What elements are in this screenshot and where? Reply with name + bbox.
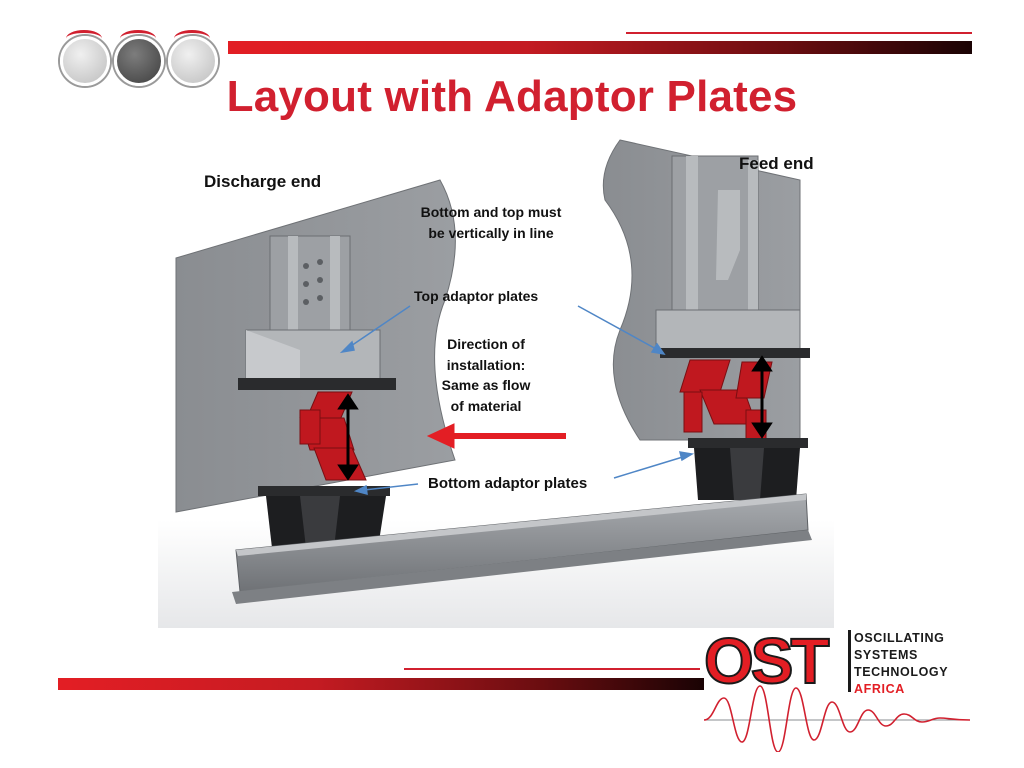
- bottom-top-note-line-1: Bottom and top must: [420, 204, 562, 220]
- left-bottom-adaptor-plate: [258, 486, 390, 496]
- logo-line-2: SYSTEMS: [854, 648, 918, 662]
- feed-end-label: Feed end: [739, 154, 814, 173]
- logo-wave: [704, 685, 971, 752]
- top-thin-line: [626, 32, 972, 34]
- direction-line-4: of material: [450, 397, 522, 414]
- bottom-thin-line: [404, 668, 700, 670]
- logo-letters: OST: [703, 624, 831, 698]
- direction-line-2: installation:: [446, 356, 526, 373]
- left-vertical-arrow: [337, 393, 359, 481]
- page-title: Layout with Adaptor Plates: [226, 72, 798, 121]
- right-bottom-adaptor-plate: [688, 438, 808, 448]
- top-adaptor-label: Top adaptor plates: [414, 288, 539, 304]
- right-vertical-arrow: [751, 355, 773, 439]
- direction-arrow: [426, 423, 566, 449]
- right-rib-2: [716, 190, 740, 280]
- bottom-top-note-line-2: be vertically in line: [428, 225, 554, 241]
- support-beam-bottom-flange: [232, 530, 812, 604]
- left-bolts: [303, 259, 323, 305]
- ost-logo: OST OSCILLATING SYSTEMS TECHNOLOGY AFRIC…: [703, 624, 974, 752]
- direction-line-3: Same as flow: [441, 377, 531, 393]
- logo-line-3: TECHNOLOGY: [854, 665, 949, 679]
- logo-line-4: AFRICA: [854, 682, 905, 696]
- bottom-adaptor-label: Bottom adaptor plates: [428, 475, 588, 492]
- right-rib-3: [748, 160, 758, 326]
- decor-arc-3: [174, 30, 210, 47]
- discharge-end-label: Discharge end: [204, 172, 322, 191]
- pointer-lines: [339, 305, 695, 496]
- decor-arc-2: [120, 30, 156, 47]
- right-base-web: [730, 448, 764, 500]
- support-beam-flange: [236, 494, 806, 556]
- right-top-adaptor-plate: [660, 348, 810, 358]
- left-top-adaptor-plate: [238, 378, 396, 390]
- direction-line-1: Direction of: [447, 336, 525, 352]
- left-base-web: [300, 496, 340, 548]
- decor-arc-1: [66, 30, 102, 47]
- right-stiffener: [671, 155, 759, 327]
- bottom-top-note: Bottom and top must be vertically in lin…: [396, 202, 586, 244]
- right-rib-1: [686, 156, 698, 326]
- logo-line-1: OSCILLATING: [854, 631, 945, 645]
- right-top-bracket: [655, 309, 801, 351]
- left-bracket-gusset: [246, 330, 300, 380]
- logo-text: OSCILLATING SYSTEMS TECHNOLOGY AFRICA: [854, 630, 948, 698]
- logo-divider: [848, 630, 851, 692]
- bottom-gradient-bar: [58, 678, 704, 690]
- direction-note: Direction of installation: Same as flow …: [416, 334, 556, 416]
- left-rib-1: [288, 236, 298, 346]
- top-gradient-bar: [228, 41, 972, 54]
- left-rib-2: [330, 236, 340, 346]
